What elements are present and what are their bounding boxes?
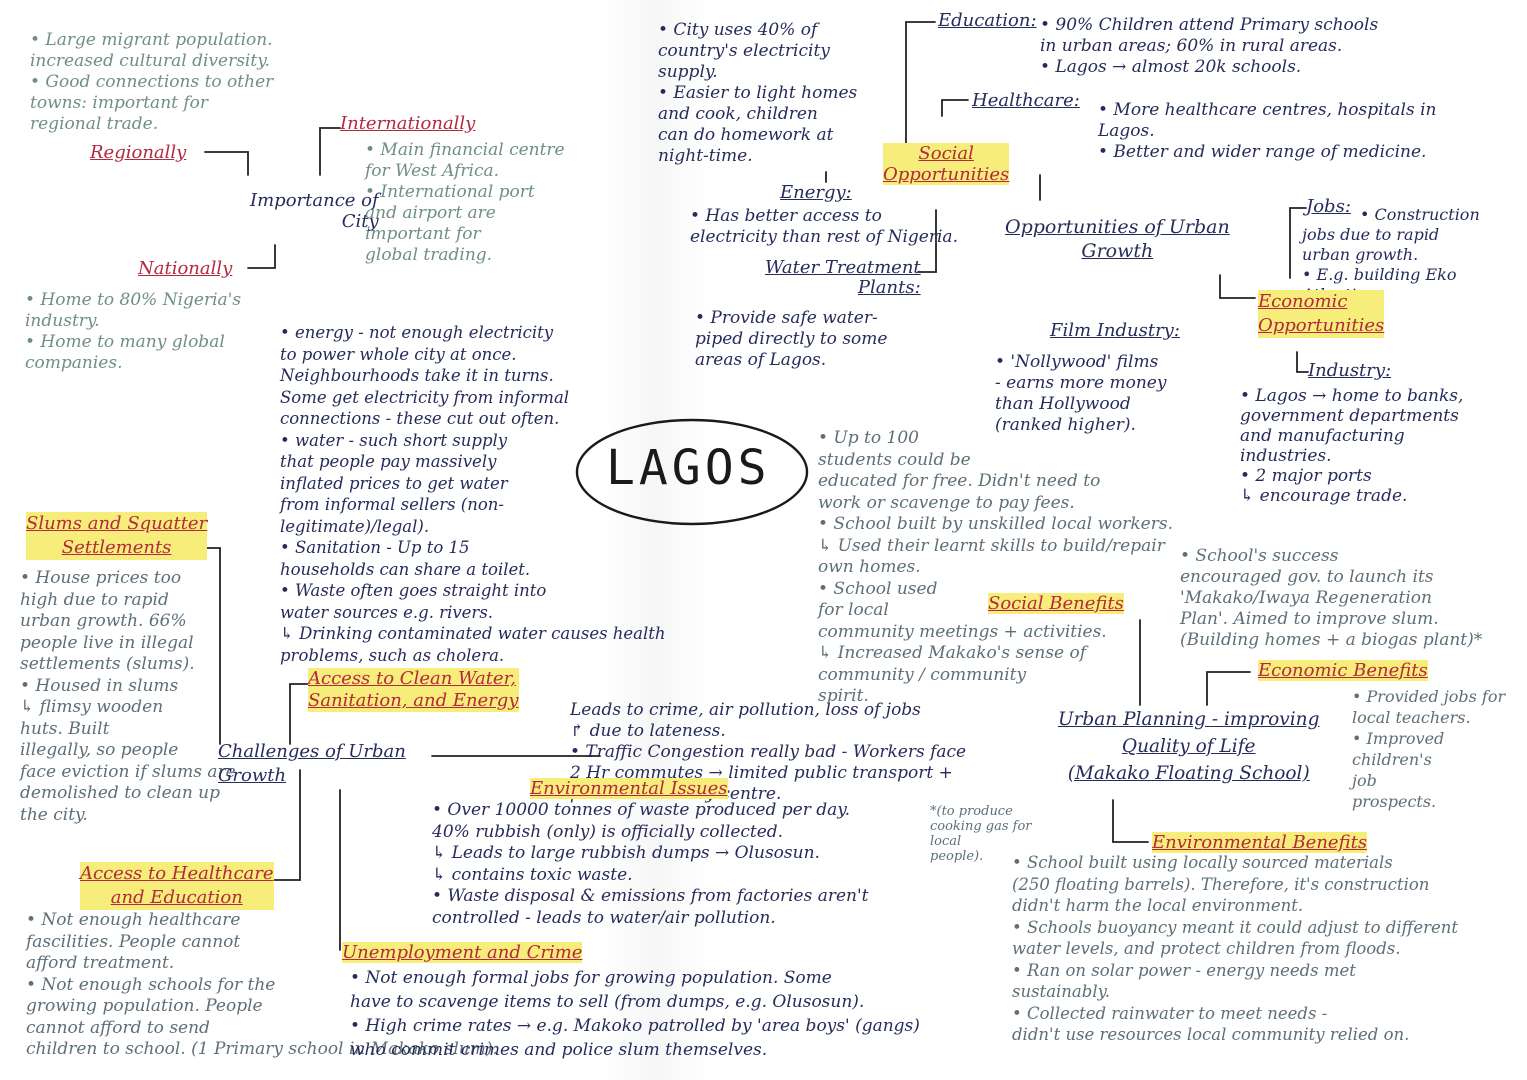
biogas-note: *(to produce cooking gas for local peopl… <box>930 804 1032 864</box>
economic-benefits-label: Economic Benefits <box>1258 660 1428 681</box>
social-opportunities-label: Social Opportunities <box>883 143 1010 185</box>
jobs-label: Jobs: <box>1306 196 1351 217</box>
economic-opportunities-label: Economic Opportunities <box>1258 290 1385 338</box>
film-industry-text: • 'Nollywood' films - earns more money t… <box>995 352 1167 435</box>
regionally-label: Regionally <box>90 142 187 163</box>
line-healthcare-challenge <box>267 769 301 881</box>
environmental-benefits-text: • School built using locally sourced mat… <box>1012 853 1459 1044</box>
water-plants-text: • Provide safe water- piped directly to … <box>695 308 888 370</box>
social-benefits-text: • Up to 100 students could be educated f… <box>818 428 1173 706</box>
line-cleanwater <box>289 683 309 745</box>
healthcare-challenge-text: • Not enough healthcare fascilities. Peo… <box>26 910 498 1059</box>
line-econ-benefits <box>1206 671 1251 706</box>
internationally-label: Internationally <box>340 113 476 134</box>
econ-benefits-success-text: • School's success encouraged gov. to la… <box>1180 546 1483 650</box>
line-env-benefits <box>1112 799 1149 843</box>
nationally-bullets: • Home to 80% Nigeria's industry. • Home… <box>25 290 242 373</box>
urban-planning-title: Urban Planning - improving Quality of Li… <box>1058 709 1320 784</box>
challenges-title: Challenges of Urban Growth <box>218 741 406 786</box>
slums-text: • House prices too high due to rapid urb… <box>20 568 236 825</box>
econ-benefits-jobs-text: • Provided jobs for local teachers. • Im… <box>1352 687 1506 811</box>
internationally-bullets: • Main financial centre for West Africa.… <box>365 140 565 265</box>
unemployment-label: Unemployment and Crime <box>342 942 583 963</box>
healthcare-opp-text: • More healthcare centres, hospitals in … <box>1098 100 1437 162</box>
line-nationally <box>247 244 276 269</box>
paper-fold-shadow <box>600 0 710 1080</box>
unemployment-text: • Not enough formal jobs for growing pop… <box>350 968 920 1060</box>
healthcare-challenge-label: Access to Healthcare and Education <box>80 862 274 910</box>
line-industry <box>1296 351 1309 373</box>
nationally-label: Nationally <box>138 258 233 279</box>
line-internationally <box>319 127 341 176</box>
education-label: Education: <box>938 10 1037 31</box>
regionally-bullets: • Large migrant population. increased cu… <box>30 30 274 134</box>
water-plants-label: Water Treatment Plants: <box>765 257 921 298</box>
industry-label: Industry: <box>1308 360 1392 381</box>
line-healthcare-opp <box>941 99 969 117</box>
line-regionally <box>204 151 249 176</box>
energy-text: • Has better access to electricity than … <box>690 206 958 247</box>
line-jobs <box>1289 207 1307 279</box>
opportunities-title: Opportunities of Urban Growth <box>1005 216 1230 262</box>
education-text: • 90% Children attend Primary schools in… <box>1040 15 1379 77</box>
waste-text: • Over 10000 tonnes of waste produced pe… <box>432 800 869 928</box>
center-oval <box>575 418 809 526</box>
importance-title: Importance of City <box>250 190 379 232</box>
industry-text: • Lagos → home to banks, government depa… <box>1240 386 1464 506</box>
slums-label: Slums and Squatter Settlements <box>26 512 208 560</box>
clean-water-text: • energy - not enough electricity to pow… <box>280 323 666 665</box>
environmental-issues-label: Environmental Issues <box>530 778 728 799</box>
environmental-benefits-label: Environmental Benefits <box>1152 832 1368 853</box>
line-education <box>905 21 936 151</box>
social-benefits-label: Social Benefits <box>988 593 1124 614</box>
energy-label: Energy: <box>780 182 852 203</box>
clean-water-label: Access to Clean Water, Sanitation, and E… <box>308 668 519 712</box>
electricity-text: • City uses 40% of country's electricity… <box>658 20 858 166</box>
line-economic-opp <box>1219 274 1256 299</box>
center-title: LAGOS <box>606 440 771 496</box>
line-water-plants <box>917 209 937 273</box>
healthcare-opp-label: Healthcare: <box>972 90 1080 111</box>
film-industry-label: Film Industry: <box>1050 320 1180 341</box>
